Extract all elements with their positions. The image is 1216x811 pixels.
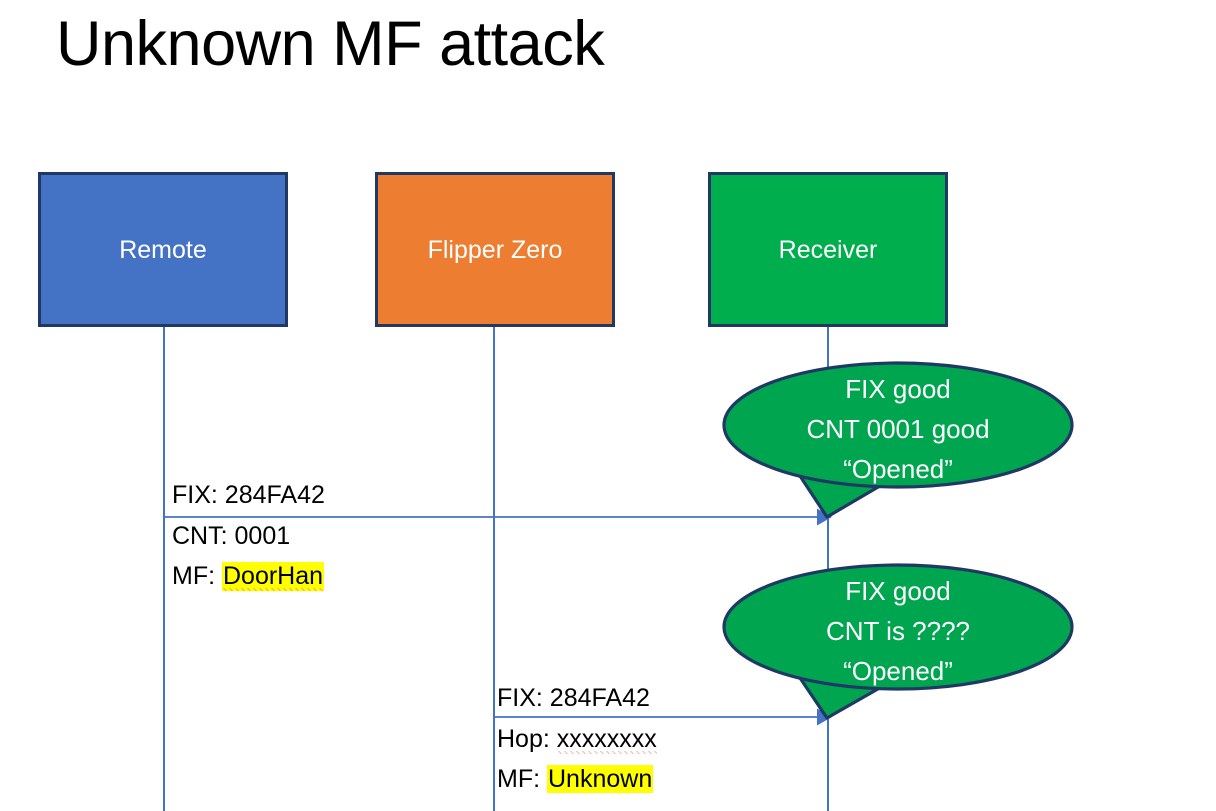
message-2-line-2: Hop: xxxxxxxx: [497, 719, 657, 759]
lifeline-flipper-zero: [493, 327, 495, 811]
actor-box-receiver[interactable]: Receiver: [708, 172, 948, 327]
speech-bubble-2-text: FIX good CNT is ???? “Opened”: [722, 571, 1074, 691]
message-2-line-1-value: 284FA42: [549, 684, 650, 712]
message-2-line-3-value: Unknown: [547, 765, 654, 793]
actor-label-receiver: Receiver: [778, 235, 878, 264]
bubble-2-line-3: “Opened”: [843, 656, 953, 686]
message-1-line-1-value: 284FA42: [224, 481, 325, 509]
message-1-line-3-label: MF:: [172, 562, 216, 590]
message-2-line-1-label: FIX:: [497, 684, 543, 712]
actor-box-remote[interactable]: Remote: [38, 172, 288, 327]
message-1-line-2: CNT: 0001: [172, 516, 290, 556]
speech-bubble-2: FIX good CNT is ???? “Opened”: [722, 563, 1074, 723]
page-title: Unknown MF attack: [56, 9, 605, 79]
message-1-line-2-label: CNT:: [172, 522, 228, 550]
message-1-line-2-value: 0001: [234, 522, 291, 550]
speech-bubble-1-text: FIX good CNT 0001 good “Opened”: [722, 369, 1074, 489]
lifeline-remote: [163, 327, 165, 811]
message-1-line-1: FIX: 284FA42: [172, 475, 325, 515]
message-2-line-1: FIX: 284FA42: [497, 678, 650, 718]
bubble-2-line-1: FIX good: [845, 576, 951, 606]
bubble-1-line-1: FIX good: [845, 374, 951, 404]
actor-box-flipper-zero[interactable]: Flipper Zero: [375, 172, 615, 327]
message-2-line-3: MF: Unknown: [497, 759, 654, 799]
actor-label-remote: Remote: [119, 235, 207, 264]
bubble-1-line-2: CNT 0001 good: [806, 414, 990, 444]
message-1-line-1-label: FIX:: [172, 481, 218, 509]
message-1-line-3: MF: DoorHan: [172, 556, 325, 596]
message-2-line-2-value: xxxxxxxx: [556, 725, 657, 754]
message-1-line-3-value: DoorHan: [222, 562, 325, 591]
bubble-1-line-3: “Opened”: [843, 454, 953, 484]
message-2-line-2-label: Hop:: [497, 725, 550, 753]
bubble-2-line-2: CNT is ????: [825, 616, 971, 646]
speech-bubble-1: FIX good CNT 0001 good “Opened”: [722, 361, 1074, 521]
actor-label-flipper-zero: Flipper Zero: [427, 235, 563, 264]
message-2-line-3-label: MF:: [497, 765, 541, 793]
